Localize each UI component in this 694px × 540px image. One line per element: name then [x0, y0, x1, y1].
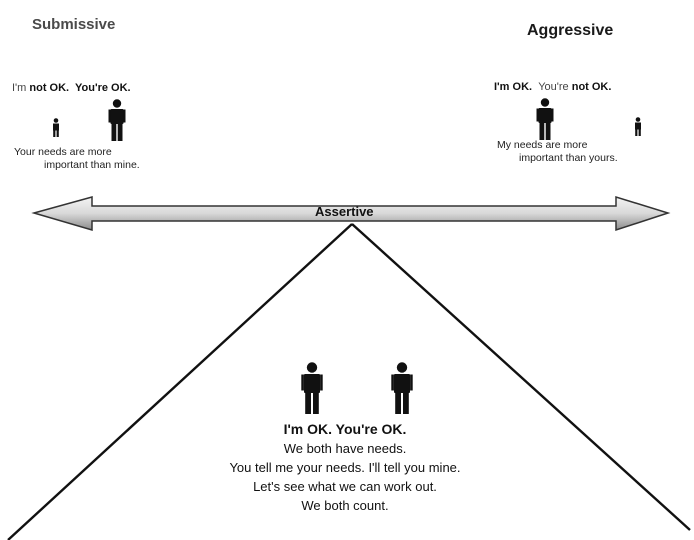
submissive-heading: Submissive [32, 16, 116, 33]
aggressive-needs-line2: important than yours. [519, 152, 618, 164]
submissive-youre-ok: You're OK. [75, 82, 131, 94]
person-center-left-icon [301, 362, 323, 414]
person-small-right-icon [635, 117, 641, 136]
aggressive-not-ok: not OK. [571, 81, 612, 93]
submissive-ok-line: I'm not OK. You're OK. [12, 82, 131, 94]
double-arrow-axis [31, 195, 671, 232]
submissive-needs-line1: Your needs are more [14, 146, 112, 158]
aggressive-youre: You're [538, 81, 569, 93]
assertive-label: Assertive [315, 204, 374, 219]
person-center-right-icon [391, 362, 413, 414]
aggressive-im-ok: I'm OK. [494, 81, 533, 93]
aggressive-ok-line: I'm OK. You're not OK. [494, 81, 611, 93]
aggressive-needs-line1: My needs are more [497, 139, 588, 151]
triangle-right-line [351, 223, 691, 531]
aggressive-heading: Aggressive [527, 22, 614, 39]
person-large-left-icon [108, 99, 126, 141]
triangle-left-line [7, 223, 353, 540]
person-small-left-icon [53, 118, 59, 137]
person-large-right-icon [536, 98, 554, 140]
assertive-line-3: Let's see what we can work out. [253, 479, 437, 494]
assertive-line-2: You tell me your needs. I'll tell you mi… [229, 460, 461, 475]
assertive-ok-line: I'm OK. You're OK. [283, 421, 407, 437]
assertive-line-4: We both count. [301, 498, 389, 513]
submissive-not-ok: not OK. [29, 82, 70, 94]
assertive-description: I'm OK. You're OK. We both have needs. Y… [150, 420, 540, 515]
submissive-needs-line2: important than mine. [44, 159, 140, 171]
assertive-line-1: We both have needs. [283, 441, 407, 456]
submissive-ok-prefix: I'm [12, 82, 30, 94]
